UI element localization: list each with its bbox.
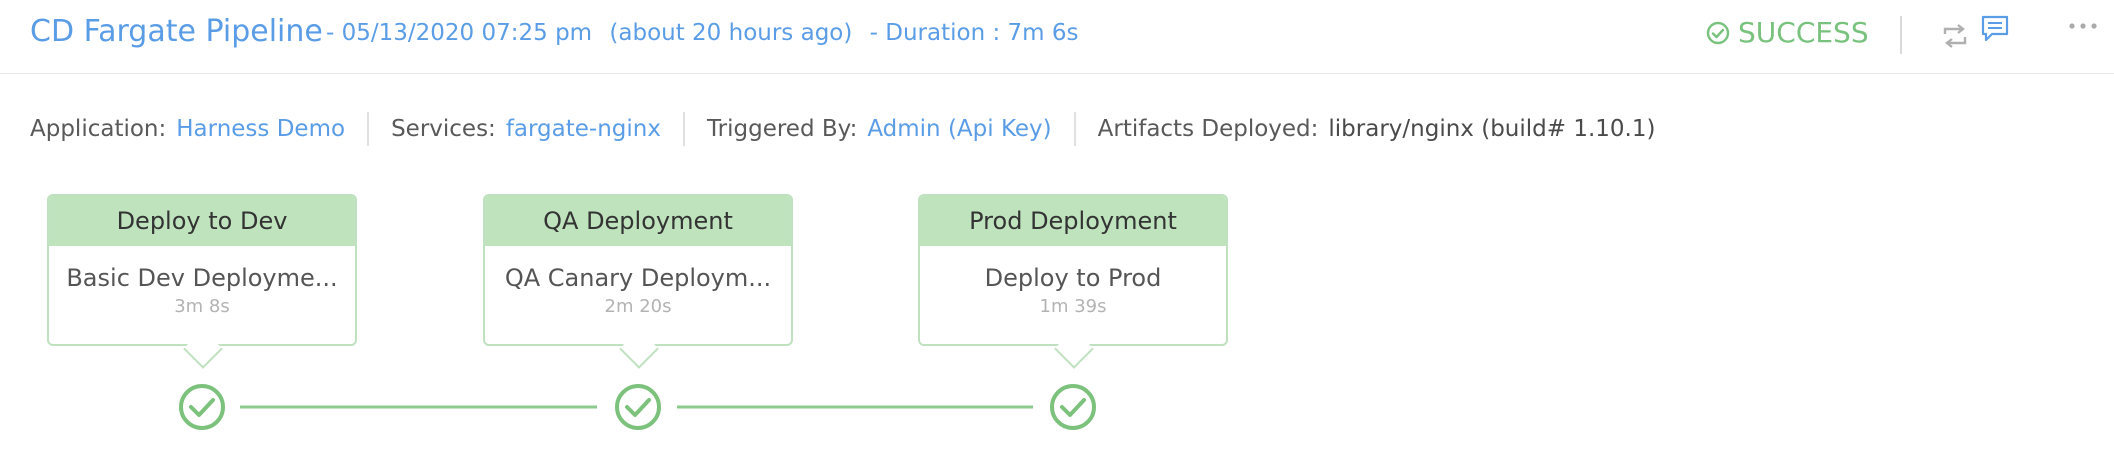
check-circle-icon[interactable] [1050,384,1096,430]
application-info: Application: Harness Demo [30,116,345,142]
status-text: SUCCESS [1738,16,1869,49]
status-badge: SUCCESS [1706,16,1869,49]
comment-icon[interactable] [1980,14,2010,44]
execution-header: CD Fargate Pipeline - 05/13/2020 07:25 p… [0,0,2114,74]
execution-relative-time: (about 20 hours ago) [609,20,853,46]
pipeline-timeline [179,384,1096,430]
pipeline-title[interactable]: CD Fargate Pipeline [30,14,323,49]
triggered-by-label: Triggered By: [706,116,858,142]
artifacts-info: Artifacts Deployed: library/nginx (build… [1098,116,1656,142]
stage-pointer [1054,329,1094,369]
application-link[interactable]: Harness Demo [176,116,346,142]
stage-name: Deploy to Dev [49,196,355,246]
stage-card-qa-deployment[interactable]: QA Deployment QA Canary Deploym... 2m 20… [483,194,793,369]
services-link[interactable]: fargate-nginx [505,116,661,142]
stage-duration: 2m 20s [604,296,672,317]
stage-name: Prod Deployment [920,196,1226,246]
info-divider [682,112,685,146]
check-circle-icon[interactable] [615,384,661,430]
execution-info-bar: Application: Harness Demo Services: farg… [30,112,1655,146]
check-circle-icon [1706,21,1730,44]
triggered-by-link[interactable]: Admin (Api Key) [867,116,1052,142]
stage-card-prod-deployment[interactable]: Prod Deployment Deploy to Prod 1m 39s [918,194,1228,369]
retry-icon[interactable] [1940,22,1970,50]
stage-duration: 1m 39s [1039,296,1107,317]
info-divider [367,112,370,146]
execution-meta: - 05/13/2020 07:25 pm (about 20 hours ag… [326,20,1089,46]
application-label: Application: [30,116,167,142]
services-info: Services: fargate-nginx [391,116,661,142]
artifacts-value: library/nginx (build# 1.10.1) [1328,116,1656,142]
info-divider [1073,112,1076,146]
more-icon[interactable] [2068,20,2098,32]
execution-timestamp: - 05/13/2020 07:25 pm [326,20,593,46]
check-circle-icon[interactable] [179,384,225,430]
stage-workflow: Basic Dev Deployme... [66,264,338,292]
artifacts-label: Artifacts Deployed: [1097,116,1319,142]
stage-name: QA Deployment [485,196,791,246]
services-label: Services: [391,116,496,142]
execution-duration: - Duration : 7m 6s [869,20,1079,46]
triggered-by-info: Triggered By: Admin (Api Key) [707,116,1052,142]
header-divider [1900,16,1902,54]
stage-pointer [183,329,223,369]
stage-card-deploy-to-dev[interactable]: Deploy to Dev Basic Dev Deployme... 3m 8… [47,194,357,369]
stage-workflow: Deploy to Prod [984,264,1162,292]
stage-workflow: QA Canary Deploym... [504,264,772,292]
stage-duration: 3m 8s [174,296,230,317]
stage-pointer [619,329,659,369]
